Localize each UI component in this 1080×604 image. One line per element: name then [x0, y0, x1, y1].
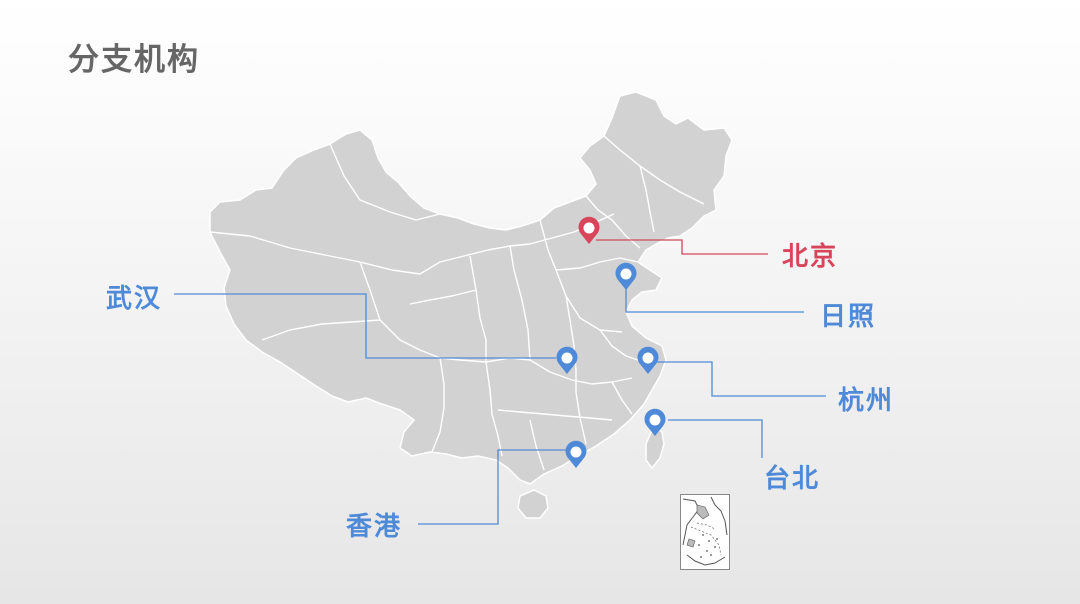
pin-icon-rizhao[interactable]	[615, 262, 637, 290]
pin-icon-beijing[interactable]	[578, 216, 600, 244]
connector-wuhan	[174, 293, 556, 359]
office-label-taibei[interactable]: 台北	[764, 464, 821, 494]
province-boundaries	[209, 135, 705, 471]
connector-rizhao	[625, 288, 804, 313]
office-label-hangzhou[interactable]: 杭州	[838, 386, 895, 416]
pin-icon-taibei[interactable]	[644, 408, 666, 436]
south-china-sea-inset-map	[680, 494, 730, 570]
connector-beijing	[596, 239, 768, 255]
office-label-beijing[interactable]: 北京	[782, 242, 839, 272]
pin-icon-wuhan[interactable]	[556, 346, 578, 374]
map-taiwan	[645, 424, 665, 470]
connector-hangzhou	[656, 361, 826, 397]
inset-map-drawing	[682, 496, 728, 566]
office-label-wuhan[interactable]: 武汉	[106, 284, 163, 314]
map-hainan	[517, 489, 549, 519]
office-label-hongkong[interactable]: 香港	[346, 512, 403, 542]
page-title: 分支机构	[68, 42, 200, 78]
pin-icon-hangzhou[interactable]	[637, 346, 659, 374]
connector-hongkong	[418, 449, 576, 525]
office-label-rizhao[interactable]: 日照	[820, 302, 877, 332]
pin-icon-hongkong[interactable]	[565, 440, 587, 468]
connector-taibei	[668, 419, 763, 458]
map-mainland	[209, 91, 733, 485]
